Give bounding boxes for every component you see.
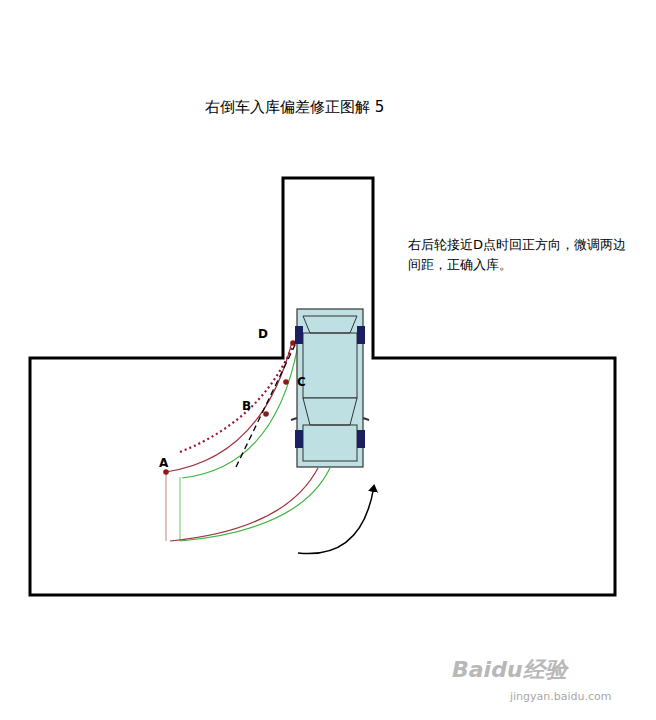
point-label: B [242,399,251,414]
dashed-path [236,343,296,467]
watermark: Baidu经验 [452,656,567,684]
diagram-title: 右倒车入库偏差修正图解 5 [205,98,384,117]
green-path [180,468,330,541]
car [291,309,369,467]
direction-arrow [298,486,374,554]
green-path [182,345,298,478]
point-b [263,411,269,417]
point-label: D [258,327,268,342]
note-text: 右后轮接近D点时回正方向，微调两边间距，正确入库。 [408,235,636,275]
green-path [180,477,181,541]
red-path [166,342,292,472]
point-a [163,469,169,475]
point-d [290,340,296,346]
red-path [166,472,167,541]
point-label: A [159,456,168,471]
point-label: C [297,375,306,390]
watermark: jingyan.baidu.com [510,690,612,704]
point-c [283,379,289,385]
dotted-path [180,343,294,452]
